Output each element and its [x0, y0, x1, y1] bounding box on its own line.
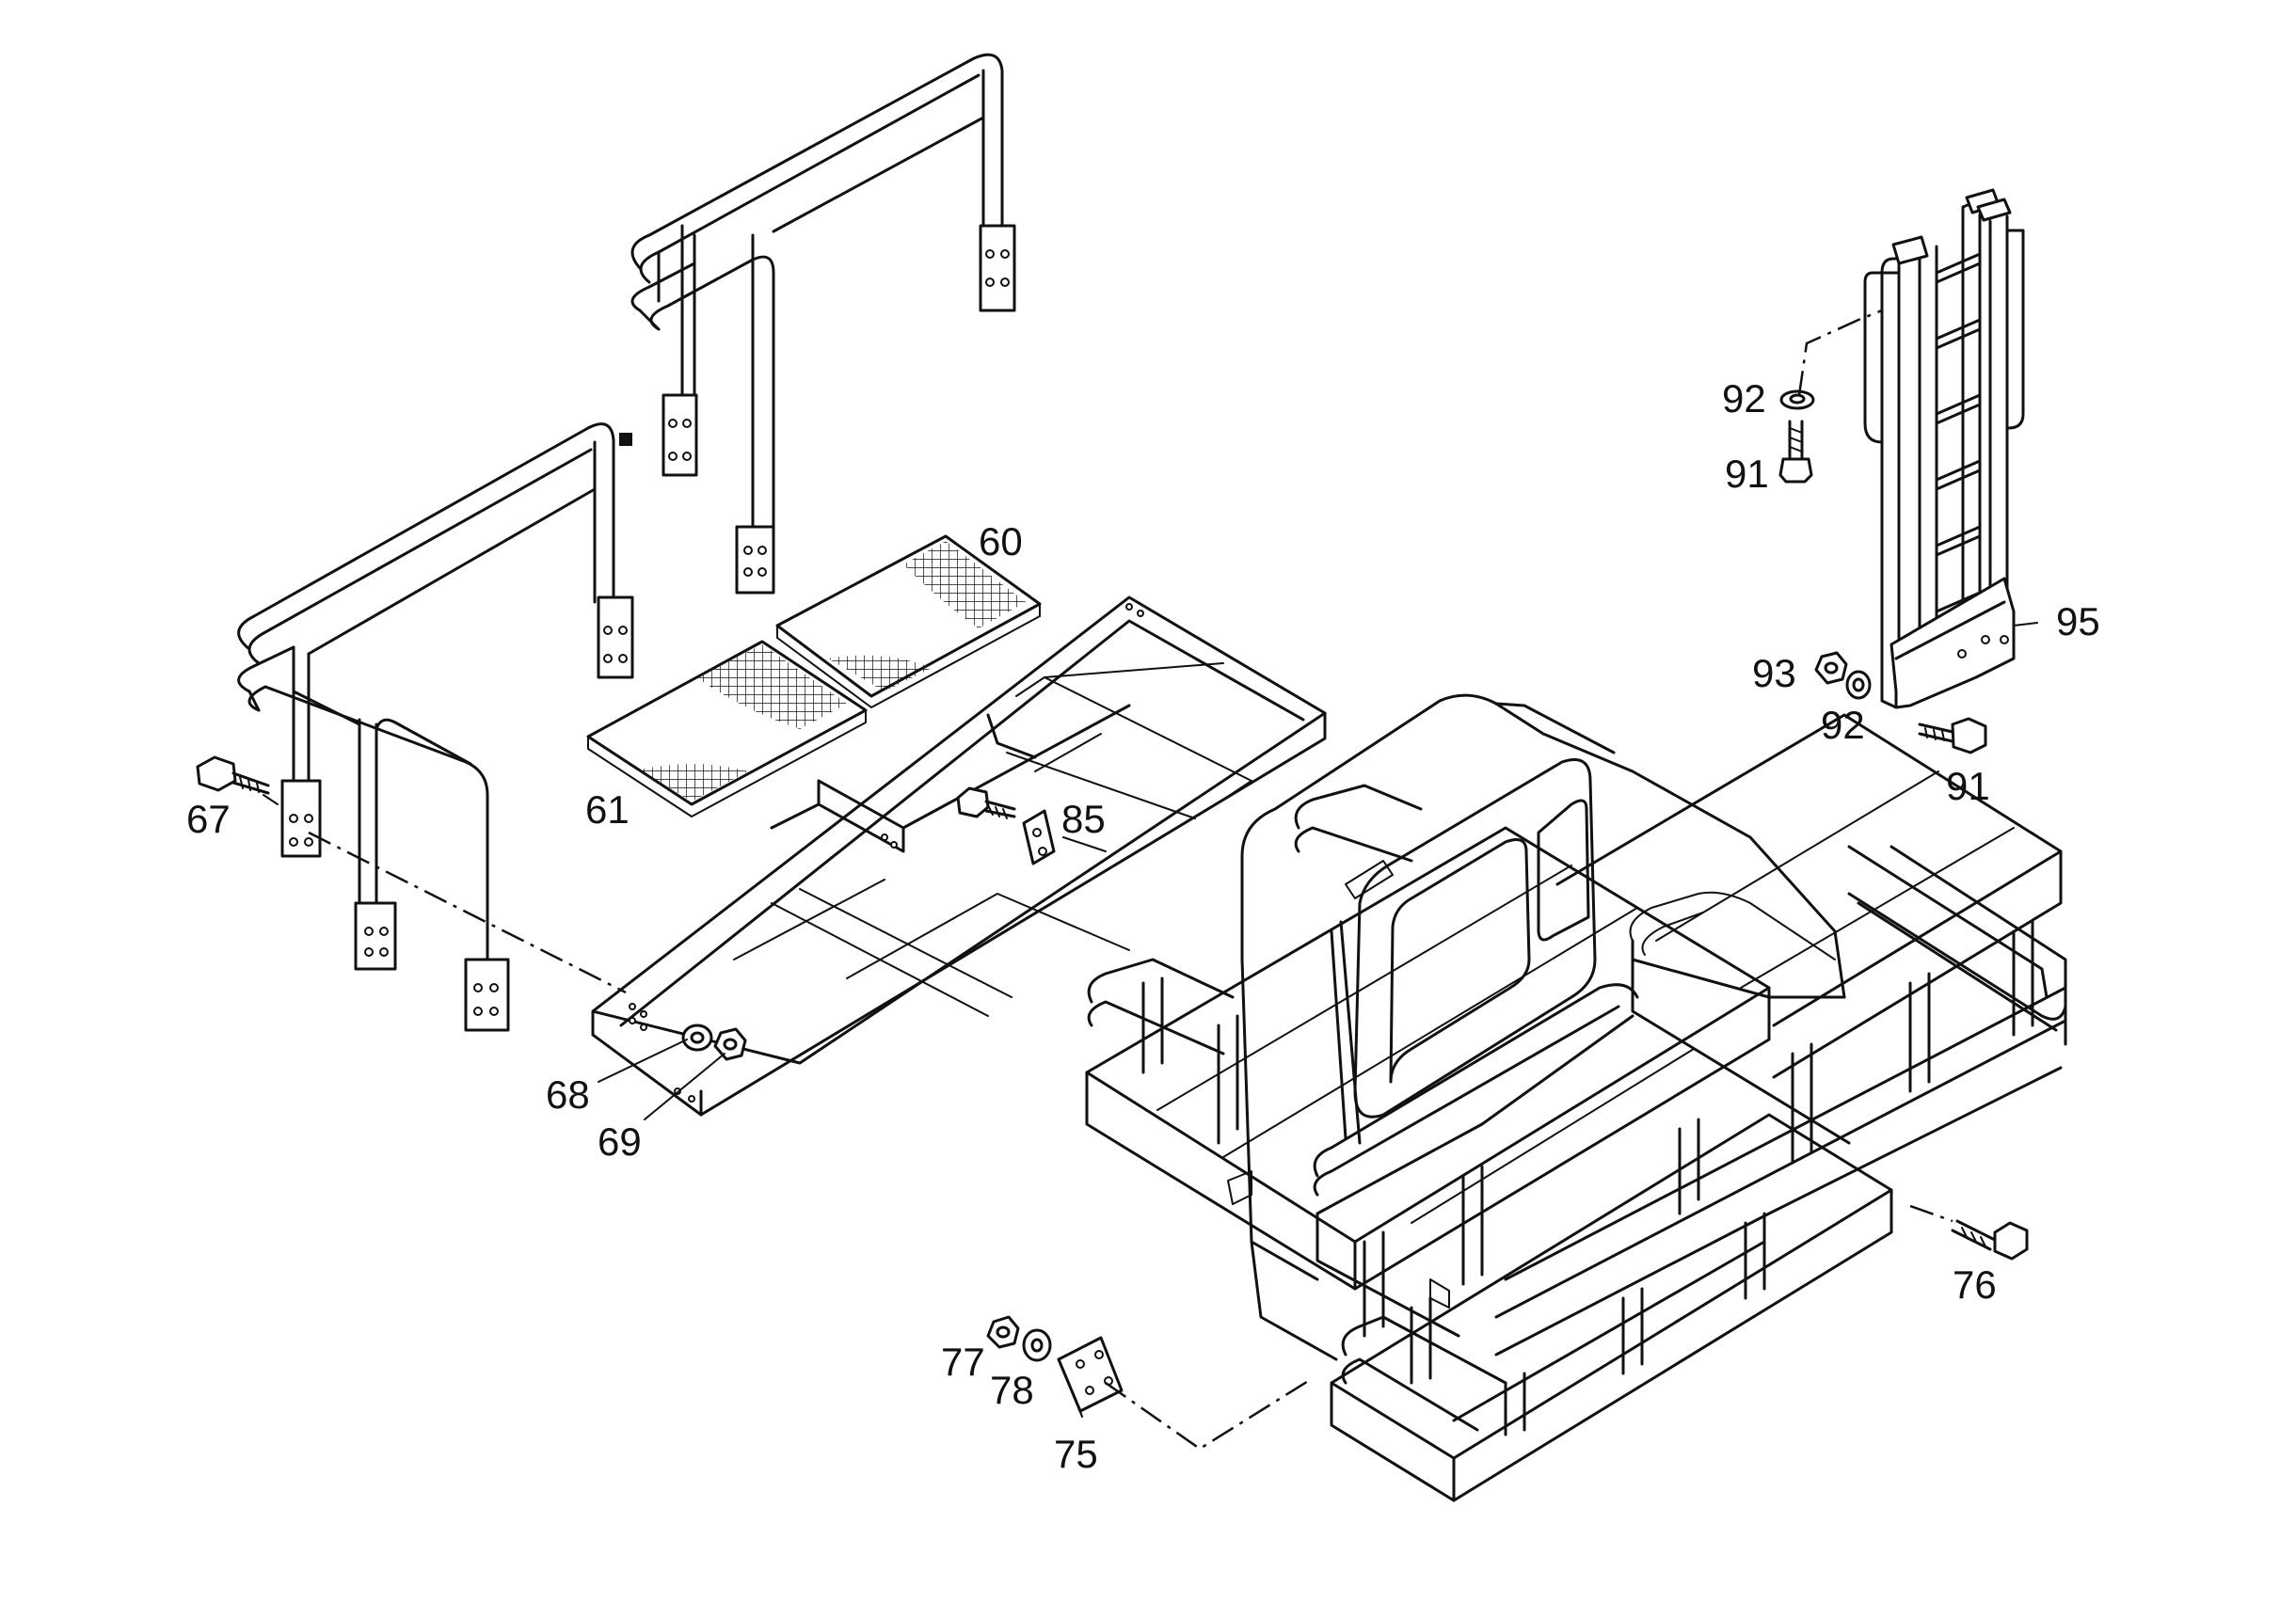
ladder-washer-lower: [1845, 670, 1872, 700]
callout-76: 76: [1953, 1262, 1997, 1307]
platform-frame: [591, 595, 1327, 1117]
callout-60: 60: [979, 519, 1023, 563]
ladder-bolt-upper: [1778, 420, 1813, 484]
callout-85: 85: [1061, 797, 1106, 841]
callout-95: 95: [2056, 599, 2100, 643]
callout-67: 67: [186, 797, 231, 841]
callout-93: 93: [1752, 651, 1796, 695]
callout-68: 68: [546, 1072, 590, 1117]
platform-bolt: [1951, 1219, 2029, 1261]
railing-upper: [630, 53, 1016, 595]
callout-91-lower: 91: [1946, 764, 1990, 808]
callout-75: 75: [1054, 1432, 1098, 1476]
ladder-washer-upper: [1779, 389, 1815, 410]
leader-lines: [263, 622, 2038, 1120]
ladder-bolt-lower: [1918, 717, 1987, 754]
frame-bolt-and-plate: [956, 786, 1056, 865]
plate-nut: [986, 1315, 1020, 1349]
nut: [713, 1027, 747, 1061]
callout-69: 69: [598, 1119, 642, 1164]
railing-lower: [237, 422, 634, 1032]
callout-77: 77: [941, 1340, 985, 1384]
callout-78: 78: [990, 1368, 1034, 1412]
ladder-nut: [1814, 651, 1848, 685]
railing-bolt: [196, 755, 270, 795]
cab-deck-assembly: [1085, 693, 2067, 1502]
washer: [681, 1024, 713, 1052]
grating-panel-lower: [586, 640, 868, 817]
access-ladder: [1863, 188, 2025, 709]
grating-panel-upper: [775, 534, 1042, 708]
callout-61: 61: [585, 787, 630, 832]
plate-washer: [1022, 1328, 1052, 1362]
mounting-plate: [1057, 1336, 1124, 1418]
callout-91-upper: 91: [1725, 452, 1769, 496]
callout-92-upper: 92: [1722, 376, 1766, 421]
assembly-center-lines: [308, 309, 1953, 1451]
callout-92-lower: 92: [1821, 703, 1865, 747]
